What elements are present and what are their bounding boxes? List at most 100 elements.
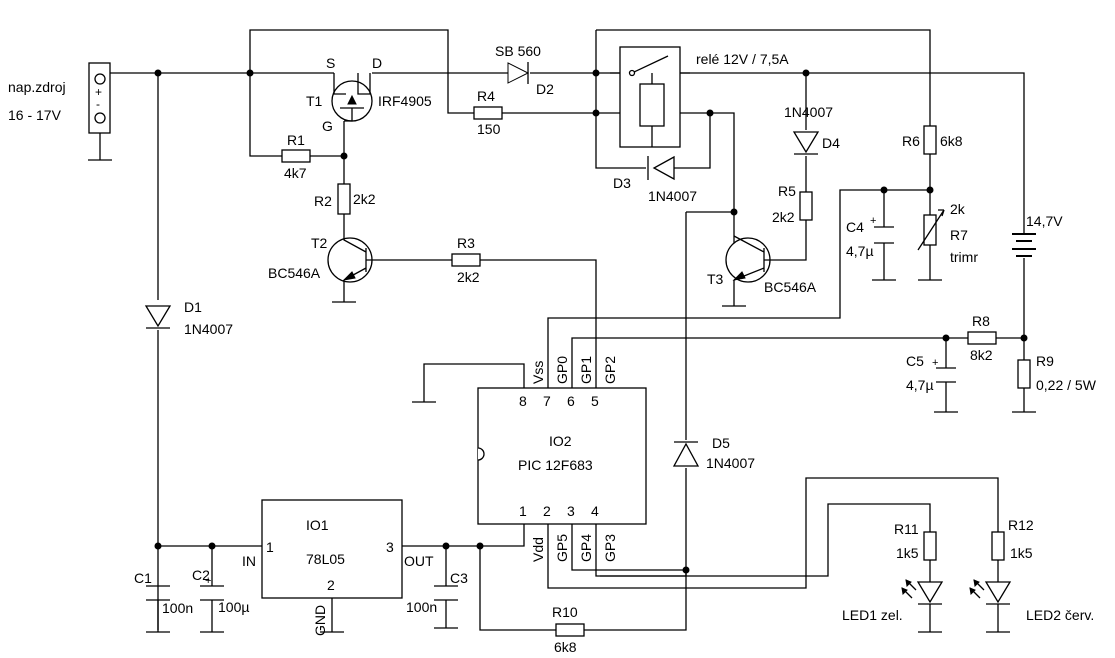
io2-bottom-pin-names: Vdd GP5 GP4 GP3 (530, 534, 618, 562)
io1-pin-out: 3 (386, 539, 394, 555)
capacitor-c2: + (200, 575, 224, 601)
t3-ref: T3 (707, 271, 724, 287)
svg-text:6: 6 (567, 393, 575, 409)
diode-d1 (144, 305, 172, 329)
transistor-t2 (327, 237, 373, 283)
relay-label: relé 12V / 7,5A (696, 51, 789, 67)
svg-text:GP0: GP0 (554, 356, 570, 384)
svg-text:5: 5 (591, 393, 599, 409)
svg-text:GP5: GP5 (554, 534, 570, 562)
d5-part: 1N4007 (706, 455, 755, 471)
io1-part: 78L05 (306, 551, 345, 567)
transistor-t3 (725, 235, 771, 283)
resistor-r8 (967, 331, 997, 345)
r5-value: 2k2 (772, 209, 795, 225)
resistor-r4 (473, 106, 503, 120)
diode-d4 (792, 131, 820, 155)
c5-ref: C5 (906, 353, 924, 369)
r7-value: 2k (950, 201, 966, 217)
svg-text:+: + (95, 85, 102, 99)
t2-ref: T2 (311, 235, 328, 251)
t1-part: IRF4905 (378, 93, 432, 109)
led2-label: LED2 červ. (1026, 607, 1094, 623)
r2-value: 2k2 (353, 191, 376, 207)
svg-text:2: 2 (543, 503, 551, 519)
capacitor-c3 (434, 585, 458, 601)
d2-ref: D2 (536, 81, 554, 97)
relay (610, 46, 690, 148)
r9-value: 0,22 / 5W (1036, 377, 1097, 393)
r7-note: trimr (950, 249, 978, 265)
capacitor-c5: + (932, 357, 956, 383)
svg-text:GP1: GP1 (578, 356, 594, 384)
resistor-r5 (799, 191, 813, 221)
battery-voltage: 14,7V (1026, 213, 1063, 229)
svg-text:4: 4 (591, 503, 599, 519)
d5-ref: D5 (712, 435, 730, 451)
io1-gnd-label: GND (312, 605, 328, 636)
diode-d2 (507, 62, 530, 84)
svg-text:8: 8 (519, 393, 527, 409)
io2-ref: IO2 (549, 433, 572, 449)
junctions (154, 69, 1028, 574)
resistor-r12 (991, 531, 1005, 561)
io2-top-pin-names: Vss GP0 GP1 GP2 (530, 356, 618, 384)
r10-value: 6k8 (554, 639, 577, 655)
svg-text:GP2: GP2 (602, 356, 618, 384)
diode-d3 (647, 155, 675, 181)
t1-source-label: S (326, 55, 335, 71)
c3-value: 100n (406, 599, 437, 615)
d4-part: 1N4007 (784, 104, 833, 120)
svg-text:GP4: GP4 (578, 534, 594, 562)
r11-value: 1k5 (896, 545, 919, 561)
t3-part: BC546A (764, 279, 817, 295)
diode-d5 (672, 441, 700, 467)
trimmer-r7 (917, 209, 945, 251)
r1-ref: R1 (287, 132, 305, 148)
r8-value: 8k2 (970, 347, 993, 363)
r4-ref: R4 (477, 88, 495, 104)
led1 (901, 579, 944, 605)
supply-label: nap.zdroj (8, 79, 66, 95)
c5-value: 4,7µ (906, 377, 934, 393)
led1-label: LED1 zel. (842, 607, 903, 623)
c4-value: 4,7µ (846, 243, 874, 259)
resistor-r2 (337, 183, 351, 215)
resistor-r10 (555, 623, 585, 637)
resistor-r1 (281, 149, 311, 163)
supply-connector: + - (88, 62, 111, 134)
r12-ref: R12 (1008, 517, 1034, 533)
battery (1012, 233, 1036, 257)
svg-text:-: - (96, 97, 100, 111)
d3-part: 1N4007 (648, 188, 697, 204)
svg-text:+: + (932, 357, 938, 369)
resistor-r3 (451, 253, 481, 267)
r6-value: 6k8 (940, 133, 963, 149)
capacitor-c1 (146, 585, 170, 601)
r4-value: 150 (477, 121, 501, 137)
c3-ref: C3 (450, 570, 468, 586)
svg-text:Vdd: Vdd (530, 537, 546, 562)
svg-text:7: 7 (543, 393, 551, 409)
t1-gate-label: G (322, 118, 333, 134)
io2-part: PIC 12F683 (518, 457, 593, 473)
svg-text:+: + (205, 575, 211, 587)
d4-ref: D4 (822, 135, 840, 151)
svg-text:1: 1 (519, 503, 527, 519)
io2-top-pins: 8 7 6 5 (519, 393, 599, 409)
resistor-r9 (1017, 359, 1031, 389)
r8-ref: R8 (972, 313, 990, 329)
mosfet-t1 (331, 73, 373, 122)
t2-part: BC546A (268, 265, 321, 281)
io1-pin-in: 1 (266, 539, 274, 555)
r10-ref: R10 (552, 604, 578, 620)
svg-text:GP3: GP3 (602, 534, 618, 562)
io2-bottom-pins: 1 2 3 4 (519, 503, 599, 519)
r1-value: 4k7 (284, 165, 307, 181)
io1-ref: IO1 (306, 517, 329, 533)
svg-text:Vss: Vss (530, 361, 546, 384)
io1-in-label: IN (242, 553, 256, 569)
r3-ref: R3 (457, 235, 475, 251)
t1-drain-label: D (372, 55, 382, 71)
